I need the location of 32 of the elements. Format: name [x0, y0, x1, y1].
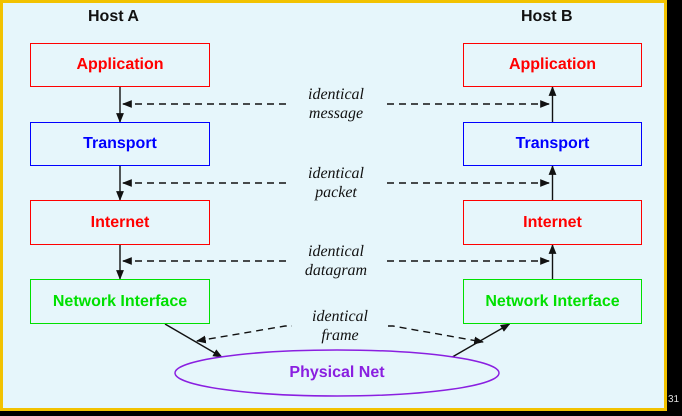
layer-box	[30, 279, 210, 324]
layer-box	[30, 122, 210, 166]
layer-box	[463, 43, 642, 87]
layer-label: Transport	[83, 135, 157, 153]
arrow	[116, 166, 124, 201]
arrow	[548, 165, 556, 200]
layer-box	[463, 200, 642, 245]
page-number: 31	[668, 394, 680, 406]
host-heading: Host B	[521, 8, 573, 26]
edge-label: identical packet	[288, 164, 384, 202]
arrow	[548, 86, 556, 122]
arrow	[116, 245, 124, 280]
layer-label: Internet	[523, 214, 582, 232]
layer-label: Transport	[516, 135, 590, 153]
layer-label: Network Interface	[485, 292, 620, 310]
layer-box	[30, 43, 210, 87]
layer-label: Network Interface	[52, 292, 188, 310]
edge-label: identical datagram	[288, 242, 384, 280]
host-heading: Host A	[88, 8, 139, 26]
layer-box	[463, 122, 642, 166]
layer-label: Internet	[90, 214, 150, 232]
layer-box	[463, 279, 642, 324]
arrow	[548, 244, 556, 279]
edge-label: identical message	[288, 85, 384, 123]
arrow	[164, 323, 223, 358]
layer-label: Physical Net	[289, 364, 385, 382]
layer-box	[30, 200, 210, 245]
layer-label: Application	[76, 56, 164, 74]
layer-label: Application	[508, 56, 596, 74]
arrow	[116, 87, 124, 123]
edge-label: identical frame	[292, 307, 388, 345]
arrow	[452, 323, 510, 358]
